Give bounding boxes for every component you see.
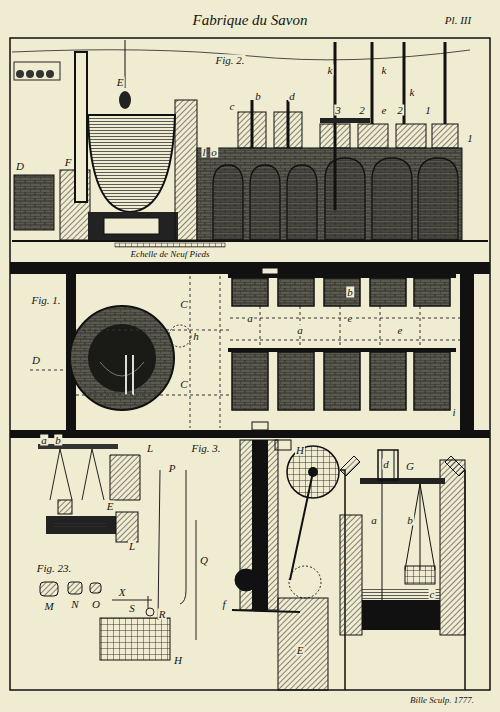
callout-letter: H	[173, 655, 183, 666]
callout-letter: b	[406, 515, 414, 526]
callout-letter: N	[70, 599, 79, 610]
callout-letter: k	[327, 65, 334, 76]
callout-letter: R	[158, 609, 167, 620]
callout-letter: b	[346, 287, 354, 298]
callout-letter: e	[397, 325, 404, 336]
callout-letter: H	[295, 445, 305, 456]
callout-letter: E	[296, 645, 305, 656]
callout-letter: P	[168, 463, 177, 474]
callout-letter: F	[64, 157, 73, 168]
plate-caption: Echelle de Neuf Pieds	[129, 250, 210, 259]
callout-letter: 3	[334, 105, 342, 116]
callout-letter: a	[246, 313, 254, 324]
callout-letter: O	[91, 599, 101, 610]
callout-letter: L	[128, 541, 136, 552]
callout-letter: E	[106, 501, 115, 512]
callout-letter: o	[210, 147, 218, 158]
callout-letter: a	[370, 515, 378, 526]
plate-caption: Fig. 2.	[214, 55, 245, 66]
callout-letter: 2	[396, 105, 404, 116]
callout-letter: c	[429, 589, 436, 600]
callout-letter: E	[116, 77, 125, 88]
callout-letter: C	[179, 379, 188, 390]
callout-letter: D	[15, 161, 25, 172]
callout-letter: d	[288, 91, 296, 102]
plate-title: Fabrique du Savon	[191, 13, 310, 28]
callout-letter: e	[381, 105, 388, 116]
callout-letter: k	[381, 65, 388, 76]
callout-letter: X	[118, 587, 127, 598]
callout-letter: D	[31, 355, 41, 366]
callout-letter: k	[409, 87, 416, 98]
callout-letter: S	[128, 603, 136, 614]
callout-letter: h	[192, 331, 200, 342]
plate-caption: Pl. III	[444, 15, 472, 26]
callout-letter: b	[254, 91, 262, 102]
plate-caption: Fig. 23.	[36, 563, 73, 574]
callout-letter: C	[179, 299, 188, 310]
callout-letter: M	[43, 601, 54, 612]
callout-letter: a	[40, 435, 48, 446]
callout-letter: i	[451, 407, 456, 418]
plate-caption: Bille Sculp. 1777.	[409, 696, 475, 705]
callout-letter: 1	[424, 105, 432, 116]
callout-letter: 2	[358, 105, 366, 116]
callout-letter: f	[221, 599, 226, 610]
callout-letter: b	[54, 435, 62, 446]
callout-letter: l	[201, 147, 206, 158]
plate-caption: Fig. 1.	[30, 295, 61, 306]
callout-letter: 1	[466, 133, 474, 144]
callout-letter: G	[405, 461, 415, 472]
callout-letter: e	[347, 313, 354, 324]
callout-letter: L	[146, 443, 154, 454]
plate-caption: Fig. 3.	[190, 443, 221, 454]
callout-letter: a	[296, 325, 304, 336]
callout-letter: c	[229, 101, 236, 112]
callout-letter: Q	[199, 555, 209, 566]
callout-letter: d	[382, 459, 390, 470]
